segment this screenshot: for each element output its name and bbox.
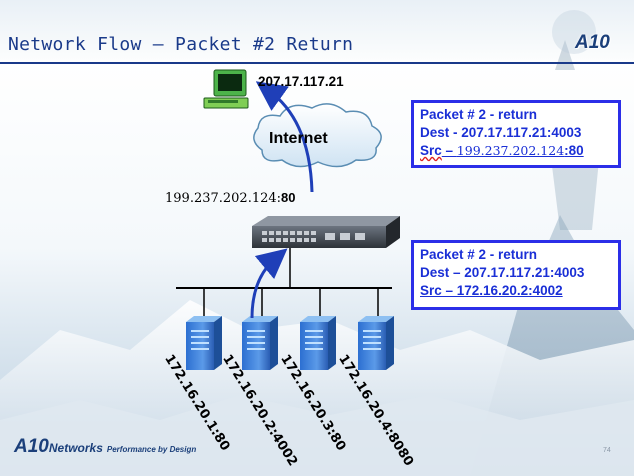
dest-value: - 207.17.117.21:4003	[449, 125, 582, 140]
src-dash: –	[441, 143, 457, 158]
packet-src: Src – 199.237.202.124:80	[420, 142, 612, 160]
packet-dest: Dest - 207.17.117.21:4003	[420, 124, 612, 142]
public-ip-address: 199.237.202.124:	[165, 191, 282, 206]
src-label: Src	[420, 143, 442, 158]
computer-icon	[203, 69, 249, 109]
logo-networks-text: Networks	[48, 441, 103, 455]
host-ip-label: 207.17.117.21	[258, 74, 344, 89]
packet-info-box-internal: Packet # 2 - return Dest – 207.17.117.21…	[411, 240, 621, 310]
header-background	[0, 0, 634, 70]
page-number: 74	[603, 447, 611, 454]
internet-label: Internet	[269, 130, 328, 147]
load-balancer-icon	[252, 216, 400, 248]
title-divider	[0, 62, 634, 64]
public-ip-label: 199.237.202.124:80	[165, 190, 296, 206]
server-icon	[358, 316, 394, 370]
logo-a10-text: A10	[14, 436, 49, 457]
server-icon	[300, 316, 336, 370]
packet-title: Packet # 2 - return	[420, 107, 538, 122]
src-ip: 199.237.202.124	[456, 143, 565, 158]
server-icon	[186, 316, 222, 370]
slide-title: Network Flow – Packet #2 Return	[8, 34, 354, 55]
packet-info-box-public: Packet # 2 - return Dest - 207.17.117.21…	[411, 100, 621, 168]
a10-logo-top: A10	[575, 32, 610, 53]
return-arrow-to-switch	[250, 248, 288, 319]
src-port: :80	[564, 143, 584, 158]
logo-tagline: Performance by Design	[106, 445, 197, 454]
packet-dest: Dest – 207.17.117.21:4003	[420, 265, 585, 280]
internet-cloud-icon	[253, 103, 382, 168]
return-arrow-to-host	[255, 81, 314, 193]
public-ip-port: 80	[281, 190, 296, 205]
dest-label: Dest	[420, 125, 450, 140]
packet-title: Packet # 2 - return	[420, 247, 538, 262]
packet-src: Src – 172.16.20.2:4002	[420, 283, 563, 298]
server-icon	[242, 316, 278, 370]
